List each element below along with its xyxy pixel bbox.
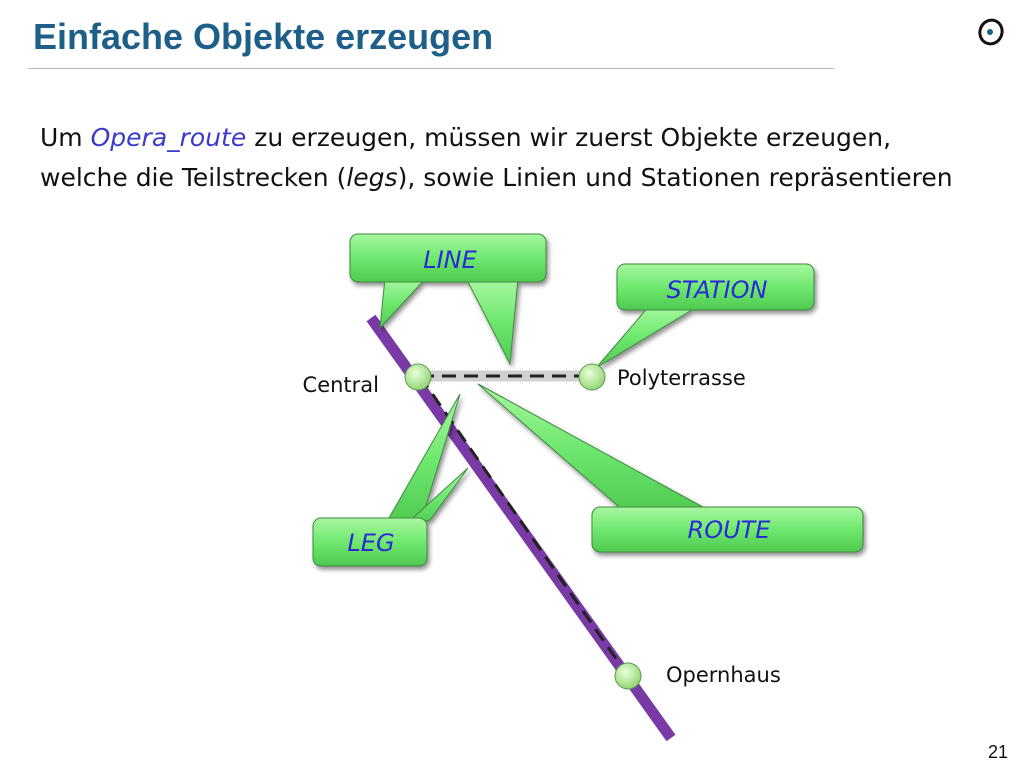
- body-paragraph: Um Opera_route zu erzeugen, müssen wir z…: [40, 118, 980, 198]
- station-polyterrasse-node: [578, 363, 606, 391]
- callout-leg-label: LEG: [347, 529, 394, 557]
- station-label-polyterrasse: Polyterrasse: [617, 366, 746, 390]
- station-label-opernhaus: Opernhaus: [666, 663, 781, 687]
- callout-station-label: STATION: [667, 276, 768, 304]
- body-text-2: ), sowie Linien und Stationen repräsenti…: [397, 163, 953, 192]
- class-name-opera-route: Opera_route: [90, 123, 247, 152]
- callout-line-label: LINE: [423, 246, 477, 274]
- station-opernhaus-node: [614, 662, 642, 690]
- body-intro: Um: [40, 123, 91, 152]
- legs-word: legs: [346, 163, 398, 192]
- slide-title: Einfache Objekte erzeugen: [33, 16, 494, 57]
- leg-dashed-diagonal: [418, 375, 630, 677]
- body-text-1: zu erzeugen, müssen wir zuerst Objekte e…: [40, 123, 892, 192]
- title-divider: [28, 68, 834, 69]
- station-central-node: [404, 363, 432, 391]
- callout-leg: [312, 393, 469, 567]
- callout-station: [595, 263, 815, 369]
- callout-route-label: ROUTE: [688, 516, 772, 544]
- station-label-central: Central: [303, 373, 379, 397]
- callout-line: [349, 233, 547, 366]
- callout-route: [477, 383, 864, 553]
- page-number: 21: [988, 742, 1009, 762]
- eth-logo-icon: [978, 18, 1004, 46]
